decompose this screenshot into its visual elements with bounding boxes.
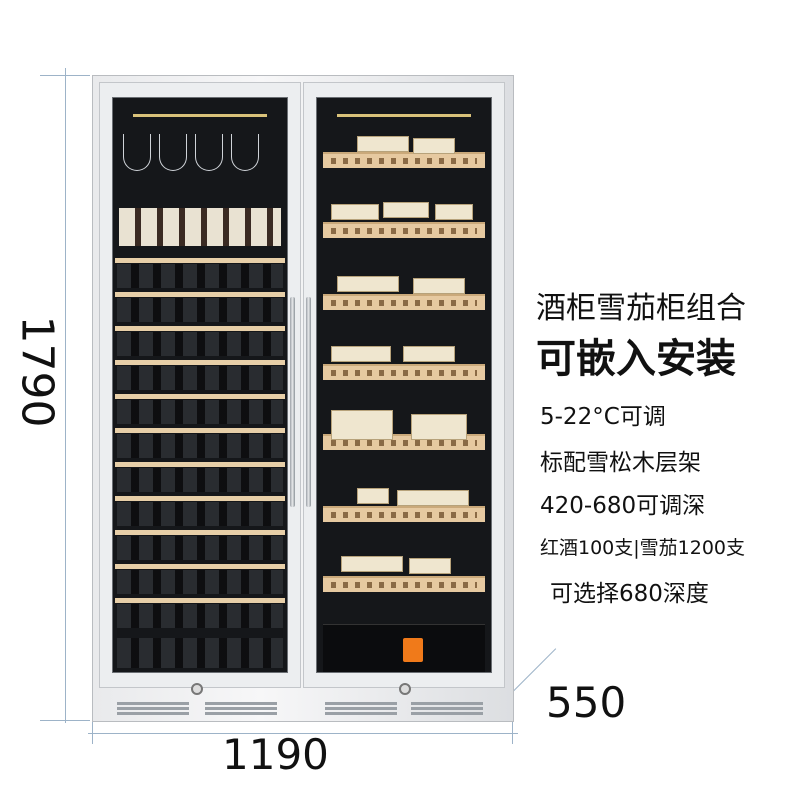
control-panel <box>133 114 267 117</box>
cigar-door-handle[interactable] <box>306 297 311 507</box>
depth-label: 550 <box>546 678 627 727</box>
width-tick-right <box>512 722 513 744</box>
feature-title-line2: 可嵌入安装 <box>536 336 736 382</box>
cigar-door <box>303 82 505 688</box>
base-vent <box>325 702 397 716</box>
wine-glass-icon <box>159 134 187 171</box>
feature-capacity: 红酒100支|雪茄1200支 <box>540 537 746 559</box>
width-tick-left <box>92 722 93 744</box>
height-tick-top <box>40 75 90 76</box>
wine-glass-window <box>112 97 288 673</box>
cigar-door-lock[interactable] <box>399 683 411 695</box>
feature-cedar-shelves: 标配雪松木层架 <box>540 450 701 476</box>
wine-rack-shelves <box>113 258 287 672</box>
base-vent <box>411 702 483 716</box>
standing-bottles <box>119 208 281 246</box>
height-tick-bottom <box>40 720 90 721</box>
height-label: 1790 <box>11 315 63 428</box>
feature-title-line1: 酒柜雪茄柜组合 <box>536 291 746 326</box>
feature-depth-option: 可选择680深度 <box>550 581 709 607</box>
humidifier-tag <box>403 638 423 662</box>
wine-door-lock[interactable] <box>191 683 203 695</box>
base-vent <box>117 702 189 716</box>
feature-temperature: 5-22°C可调 <box>540 404 666 430</box>
wine-glass-icon <box>195 134 223 171</box>
wine-glass-icon <box>123 134 151 171</box>
cigar-glass-window <box>316 97 492 673</box>
wine-glass-icon <box>231 134 259 171</box>
wine-door-handle[interactable] <box>290 297 295 507</box>
height-dimension-line <box>65 68 66 723</box>
width-label: 1190 <box>222 730 329 779</box>
control-panel <box>337 114 471 117</box>
base-vent <box>205 702 277 716</box>
width-dimension-line <box>88 733 518 734</box>
feature-adjustable-depth: 420-680可调深 <box>540 493 706 519</box>
wine-cigar-cabinet <box>92 75 514 722</box>
wine-door <box>99 82 301 688</box>
